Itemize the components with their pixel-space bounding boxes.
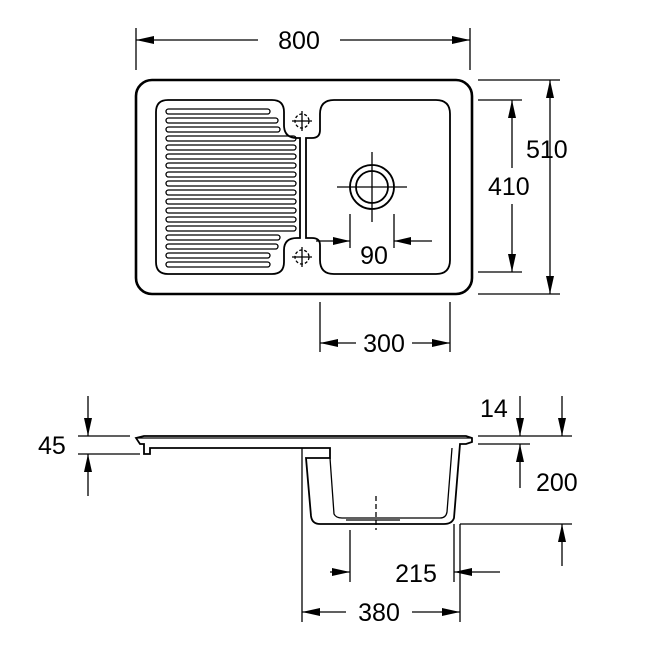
sink-profile	[134, 435, 473, 525]
side-view: 45 14 200 215	[38, 395, 578, 627]
dim-label-510: 510	[526, 136, 568, 164]
dim-drain-offset: 90	[316, 237, 432, 270]
dim-label-215: 215	[395, 560, 437, 588]
dim-label-200: 200	[536, 469, 578, 497]
drainboard-grooves	[165, 108, 297, 268]
drain-icon	[337, 152, 407, 248]
dim-label-800: 800	[278, 27, 320, 55]
drainboard-outline	[155, 99, 301, 275]
dim-overall-width: 800	[135, 27, 471, 70]
dim-label-90: 90	[360, 242, 388, 270]
tap-hole-marker-icon	[292, 111, 312, 131]
dim-label-410: 410	[488, 173, 530, 201]
bowl-outline	[305, 99, 451, 275]
top-view: 800 510 410 90	[134, 27, 568, 358]
dim-rim-height: 14	[478, 395, 572, 488]
dim-label-300: 300	[363, 330, 405, 358]
tap-hole-marker-icon	[292, 247, 312, 267]
dim-rim-offset: 45	[38, 396, 140, 496]
dim-side-bowl-depth: 200	[460, 396, 578, 566]
dim-label-380: 380	[358, 599, 400, 627]
dim-top-width: 380	[301, 448, 461, 627]
dim-overall-depth: 510	[478, 79, 568, 295]
dim-bowl-depth: 410	[478, 99, 530, 273]
sink-outline	[134, 78, 474, 296]
dim-label-14: 14	[480, 395, 508, 423]
dim-bottom-width: 215	[330, 524, 500, 588]
dim-label-45: 45	[38, 432, 66, 460]
dim-bowl-width: 300	[319, 302, 451, 358]
